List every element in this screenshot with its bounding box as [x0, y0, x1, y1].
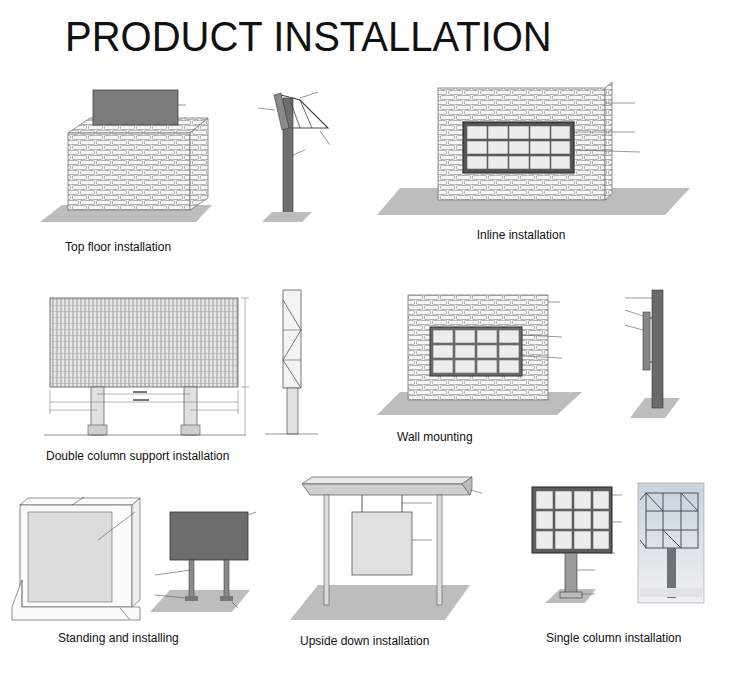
installation-caption: Double column support installation — [46, 449, 229, 463]
page-title: PRODUCT INSTALLATION — [65, 12, 552, 61]
installation-caption: Inline installation — [477, 228, 566, 242]
installation-caption: Standing and installing — [58, 631, 179, 645]
installation-caption: Single column installation — [546, 631, 681, 645]
installation-caption: Upside down installation — [300, 634, 429, 648]
installation-caption: Wall mounting — [397, 430, 473, 444]
installation-caption: Top floor installation — [65, 240, 171, 254]
